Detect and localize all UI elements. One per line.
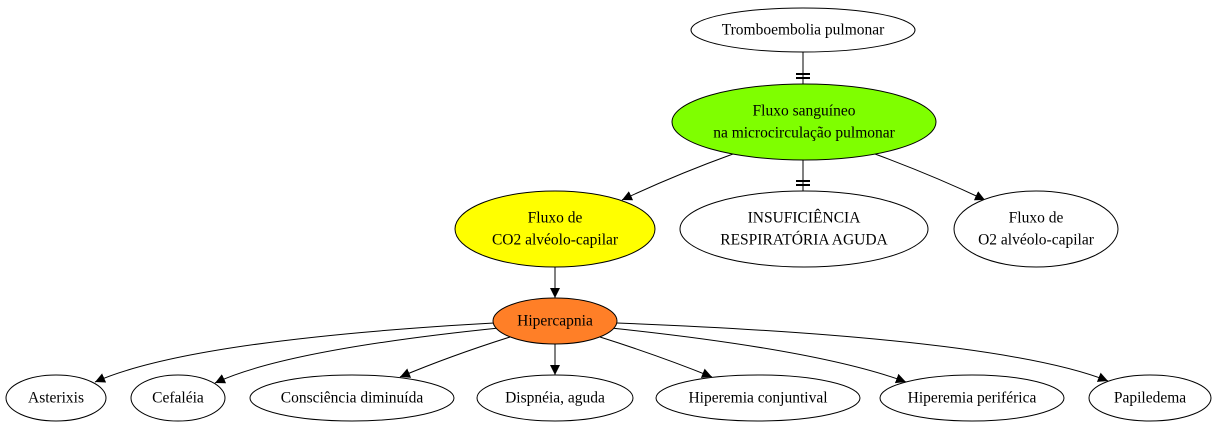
- node-fluxo-co2: Fluxo de CO2 alvéolo-capilar: [454, 190, 656, 268]
- node-tromboembolia: Tromboembolia pulmonar: [690, 7, 916, 53]
- edge-hipercapnia-to-papiledema: [616, 322, 1109, 382]
- node-shape-papiledema: [1088, 374, 1212, 422]
- node-shape-tromboembolia: [690, 7, 916, 53]
- node-insuficiencia: INSUFICIÊNCIA RESPIRATÓRIA AGUDA: [679, 190, 929, 268]
- node-label-insuficiencia-line-2: RESPIRATÓRIA AGUDA: [720, 232, 888, 249]
- node-hiperemia-periferica: Hiperemia periférica: [879, 374, 1065, 422]
- edge-fluxo-sanguineo-to-fluxo-o2: [874, 153, 986, 201]
- edge-fluxo-sanguineo-to-fluxo-co2: [621, 153, 734, 201]
- edge-hipercapnia-to-cefaleia: [214, 327, 500, 384]
- node-label-hiperemia-conjuntival-line-1: Hiperemia conjuntival: [688, 390, 827, 407]
- edge-hipercapnia-to-asterixis: [94, 322, 495, 383]
- node-hiperemia-conjuntival: Hiperemia conjuntival: [655, 374, 861, 422]
- node-label-cefaleia-line-1: Cefaléia: [152, 390, 204, 407]
- node-label-insuficiencia-line-1: INSUFICIÊNCIA: [748, 210, 862, 227]
- node-label-asterixis-line-1: Asterixis: [28, 390, 84, 407]
- node-label-fluxo-sanguineo-line-2: na microcirculação pulmonar: [713, 125, 895, 142]
- node-label-fluxo-co2-line-2: CO2 alvéolo-capilar: [492, 232, 619, 249]
- node-dispneia: Dispnéia, aguda: [476, 374, 634, 422]
- node-label-fluxo-sanguineo-line-1: Fluxo sanguíneo: [753, 103, 856, 120]
- node-hipercapnia: Hipercapnia: [492, 297, 618, 345]
- edge-tee-marker-tromboembolia-to-fluxo-sanguineo: [796, 73, 810, 79]
- edges-layer: [94, 52, 1109, 384]
- node-consciencia: Consciência diminuída: [249, 374, 455, 422]
- node-cefaleia: Cefaléia: [130, 374, 226, 422]
- node-label-fluxo-o2-line-1: Fluxo de: [1009, 210, 1064, 227]
- node-label-fluxo-o2-line-2: O2 alvéolo-capilar: [978, 232, 1095, 249]
- edge-hipercapnia-to-hiperemia-periferica: [610, 327, 907, 384]
- node-shape-fluxo-sanguineo: [671, 83, 937, 161]
- node-fluxo-sanguineo: Fluxo sanguíneo na microcirculação pulmon…: [671, 83, 937, 161]
- node-label-tromboembolia-line-1: Tromboembolia pulmonar: [722, 22, 885, 39]
- node-shape-fluxo-co2: [454, 190, 656, 268]
- node-label-papiledema-line-1: Papiledema: [1114, 390, 1186, 407]
- node-label-fluxo-co2-line-1: Fluxo de: [528, 210, 583, 227]
- node-shape-asterixis: [5, 374, 107, 422]
- node-shape-dispneia: [476, 374, 634, 422]
- node-shape-cefaleia: [130, 374, 226, 422]
- node-fluxo-o2: Fluxo de O2 alvéolo-capilar: [953, 190, 1119, 268]
- node-label-hipercapnia-line-1: Hipercapnia: [517, 313, 593, 330]
- node-asterixis: Asterixis: [5, 374, 107, 422]
- node-shape-consciencia: [249, 374, 455, 422]
- node-label-hiperemia-periferica-line-1: Hiperemia periférica: [908, 390, 1037, 407]
- edge-tee-marker-fluxo-sanguineo-to-insuficiencia: [796, 180, 810, 186]
- node-shape-hipercapnia: [492, 297, 618, 345]
- edge-hipercapnia-to-hiperemia-conjuntival: [599, 336, 713, 378]
- node-shape-fluxo-o2: [953, 190, 1119, 268]
- edge-hipercapnia-to-consciencia: [399, 336, 511, 378]
- node-shape-hiperemia-conjuntival: [655, 374, 861, 422]
- node-papiledema: Papiledema: [1088, 374, 1212, 422]
- node-shape-hiperemia-periferica: [879, 374, 1065, 422]
- node-shape-insuficiencia: [679, 190, 929, 268]
- node-label-dispneia-line-1: Dispnéia, aguda: [505, 390, 605, 407]
- node-label-consciencia-line-1: Consciência diminuída: [281, 390, 424, 407]
